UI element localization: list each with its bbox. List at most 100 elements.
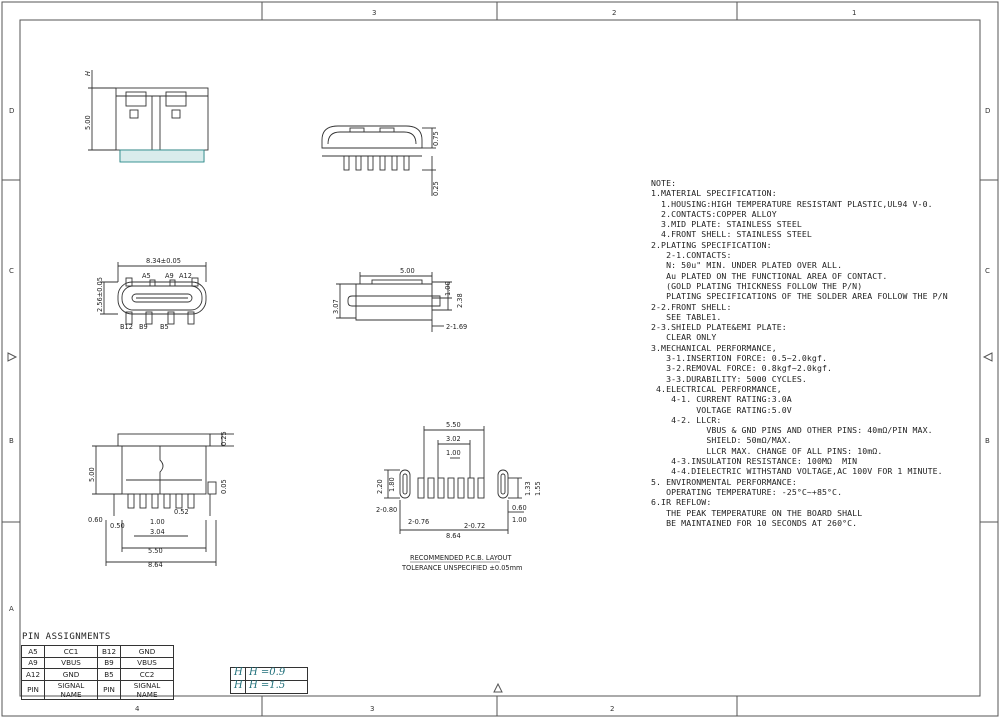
profile-dim-500: 5.00	[400, 267, 415, 275]
pcb-layout	[384, 426, 524, 534]
table-cell: B12	[97, 645, 121, 658]
table-cell: A5	[21, 645, 45, 658]
note-line: 2-2.FRONT SHELL:	[651, 301, 732, 312]
pcb-dim-155: 1.55	[534, 481, 542, 496]
height-option-symbol: H	[234, 667, 243, 678]
inner-frame	[19, 19, 981, 697]
note-line: 3.MID PLATE: STAINLESS STEEL	[651, 219, 802, 230]
bottom-dim-100: 1.00	[150, 518, 165, 526]
pin-label-a9: A9	[165, 272, 174, 280]
height-option-symbol: H	[234, 680, 243, 691]
note-line: 3-2.REMOVAL FORCE: 0.8kgf~2.0kgf.	[651, 363, 833, 374]
profile-dim-238: 2.38	[456, 293, 464, 308]
zone-bottom-2: 2	[610, 705, 614, 713]
table-cell: CC2	[120, 668, 174, 681]
note-line: 2.PLATING SPECIFICATION:	[651, 239, 772, 250]
note-line: SEE TABLE1.	[651, 311, 722, 322]
note-line: 3-1.INSERTION FORCE: 0.5~2.0kgf.	[651, 353, 828, 364]
pcb-dim-220: 2.20	[376, 479, 384, 494]
table-header-row: PIN SIGNAL NAME PIN SIGNAL NAME	[21, 679, 174, 700]
pin-assignments-title: PIN ASSIGNMENTS	[22, 632, 111, 642]
bottom-dim-060: 0.60	[88, 516, 103, 524]
note-line: 4.FRONT SHELL: STAINLESS STEEL	[651, 229, 812, 240]
note-line: (GOLD PLATING THICKNESS FOLLOW THE P/N)	[651, 280, 863, 291]
note-line: 4-2. LLCR:	[651, 414, 722, 425]
pin-label-a5: A5	[142, 272, 151, 280]
zone-left-c: C	[9, 267, 14, 275]
bottom-dim-005: 0.05	[220, 479, 228, 494]
height-option-value: H =1.5	[249, 680, 286, 691]
note-line: VOLTAGE RATING:5.0V	[651, 404, 792, 415]
bottom-dim-050: 0.50	[110, 522, 125, 530]
front-view	[100, 262, 207, 325]
table-header-cell: SIGNAL NAME	[44, 679, 98, 700]
profile-dim-100: 1.00	[444, 281, 452, 296]
note-line: PLATING SPECIFICATIONS OF THE SOLDER ARE…	[651, 291, 948, 302]
note-line: 4-1. CURRENT RATING:3.0A	[651, 394, 792, 405]
pcb-dim-180: 1.80	[388, 477, 396, 492]
pcb-dim-060: 0.60	[512, 504, 527, 512]
note-line: 4-4.DIELECTRIC WITHSTAND VOLTAGE,AC 100V…	[651, 466, 943, 477]
table-row: A12 GND B5 CC2	[21, 668, 174, 681]
note-line: 4.ELECTRICAL PERFORMANCE,	[651, 383, 782, 394]
shell-dim-075: 0.75	[432, 131, 440, 146]
note-line: 2.CONTACTS:COPPER ALLOY	[651, 208, 777, 219]
table-cell: VBUS	[44, 656, 98, 669]
height-option-divider	[245, 681, 246, 693]
side-view	[88, 70, 209, 163]
height-option-1: H H =0.9	[230, 667, 308, 681]
bottom-view	[92, 433, 234, 566]
note-line: 4-3.INSULATION RESISTANCE: 100MΩ MIN	[651, 456, 858, 467]
zone-top-3: 3	[372, 9, 376, 17]
note-line: Au PLATED ON THE FUNCTIONAL AREA OF CONT…	[651, 270, 888, 281]
pcb-dim-100b: 1.00	[512, 516, 527, 524]
bottom-dim-025: 0.25	[220, 431, 228, 446]
zone-right-d: D	[985, 107, 990, 115]
table-header-cell: SIGNAL NAME	[120, 679, 174, 700]
pcb-dim-2-080: 2-0.80	[376, 506, 397, 514]
bottom-dim-052: 0.52	[174, 508, 189, 516]
center-arrow-left	[7, 352, 18, 362]
height-option-value: H =0.9	[249, 667, 286, 678]
zone-left-b: B	[9, 437, 14, 445]
table-header-cell: PIN	[97, 679, 121, 700]
pcb-caption: RECOMMENDED P.C.B. LAYOUT	[410, 554, 512, 562]
note-line: 3.MECHANICAL PERFORMANCE,	[651, 342, 777, 353]
table-cell: B9	[97, 656, 121, 669]
pcb-dim-864: 8.64	[446, 532, 461, 540]
table-cell: VBUS	[120, 656, 174, 669]
pin-label-b5: B5	[160, 323, 169, 331]
note-line: 2-3.SHIELD PLATE&EMI PLATE:	[651, 322, 787, 333]
zone-left-a: A	[9, 605, 14, 613]
shell-top-view	[321, 125, 436, 196]
note-line: VBUS & GND PINS AND OTHER PINS: 40mΩ/PIN…	[651, 425, 933, 436]
profile-dim-2-169: 2-1.69	[446, 323, 467, 331]
side-view-h-symbol: H	[84, 71, 92, 76]
note-line: 1.HOUSING:HIGH TEMPERATURE RESISTANT PLA…	[651, 198, 933, 209]
zone-top-1: 1	[852, 9, 856, 17]
note-line: 5. ENVIRONMENTAL PERFORMANCE:	[651, 476, 797, 487]
pcb-dim-100: 1.00	[446, 449, 461, 457]
note-line: 6.IR REFLOW:	[651, 497, 712, 508]
pin-label-a12: A12	[179, 272, 192, 280]
pin-label-b12: B12	[120, 323, 133, 331]
table-cell: B5	[97, 668, 121, 681]
table-cell: CC1	[44, 645, 98, 658]
side-view-height: 5.00	[84, 115, 92, 130]
zone-right-c: C	[985, 267, 990, 275]
center-arrow-bottom	[493, 682, 503, 693]
table-row: A5 CC1 B12 GND	[21, 645, 174, 658]
note-line: SHIELD: 50mΩ/MAX.	[651, 435, 792, 446]
table-cell: GND	[120, 645, 174, 658]
center-arrow-right	[982, 352, 993, 362]
table-cell: A9	[21, 656, 45, 669]
zone-top-2: 2	[612, 9, 616, 17]
bottom-dim-500: 5.00	[88, 467, 96, 482]
front-view-height: 2.56±0.05	[96, 277, 104, 312]
note-line: NOTE:	[651, 178, 677, 188]
tolerance-note: TOLERANCE UNSPECIFIED ±0.05mm	[401, 564, 522, 572]
pcb-dim-550: 5.50	[446, 421, 461, 429]
pcb-dim-133: 1.33	[524, 481, 532, 496]
